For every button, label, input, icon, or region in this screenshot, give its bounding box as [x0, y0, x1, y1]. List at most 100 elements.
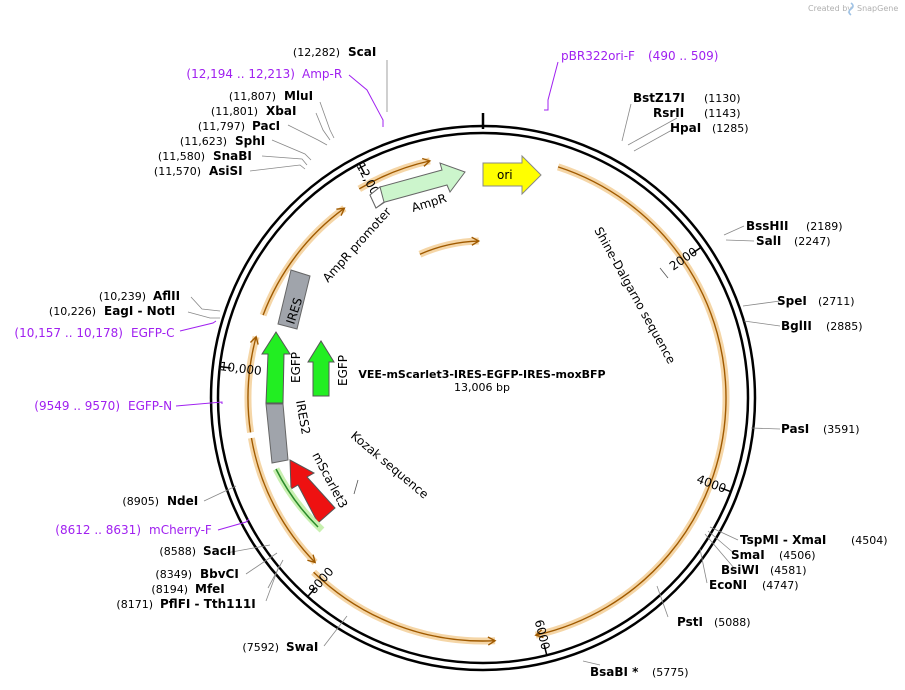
backbone-outer-ring	[209, 124, 757, 672]
site-sali[interactable]: SalI (2247)	[756, 234, 831, 248]
primer-amp-r[interactable]: (12,194 .. 12,213) Amp-R	[186, 67, 342, 81]
site-sali-pos: (2247)	[794, 235, 831, 248]
site-xbai[interactable]: (11,801) XbaI	[211, 104, 296, 118]
site-sacii[interactable]: (8588) SacII	[159, 544, 235, 558]
site-aflii-pos: (10,239)	[99, 290, 146, 303]
site-econi-name: EcoNI	[709, 578, 747, 592]
site-sphi-pos: (11,623)	[180, 135, 227, 148]
site-mfei[interactable]: (8194) MfeI	[151, 582, 224, 596]
tick-mark	[358, 162, 366, 174]
primer-egfp-c-name: EGFP-C	[131, 326, 174, 340]
site-hpai[interactable]: HpaI (1285)	[670, 121, 749, 135]
site-bglii[interactable]: BglII (2885)	[781, 319, 863, 333]
egfp-inner-label: EGFP	[336, 355, 350, 386]
site-psti-pos: (5088)	[714, 616, 751, 629]
site-xbai-name: XbaI	[266, 104, 296, 118]
site-psti-name: PstI	[677, 615, 703, 629]
site-bsshii-name: BssHII	[746, 219, 788, 233]
tick-mark	[720, 487, 733, 493]
site-rsrii[interactable]: RsrII (1143)	[653, 106, 741, 120]
primer-egfp-n-name: EGFP-N	[128, 399, 172, 413]
egfp-inner-feature[interactable]	[307, 340, 335, 397]
ori-feature[interactable]: ori	[482, 154, 542, 196]
site-econi-pos: (4747)	[762, 579, 799, 592]
site-bsshii-pos: (2189)	[806, 220, 843, 233]
site-swai[interactable]: (7592) SwaI	[242, 640, 318, 654]
site-smai[interactable]: SmaI (4506)	[731, 548, 816, 562]
primer-egfp-n[interactable]: (9549 .. 9570) EGFP-N	[34, 399, 172, 413]
primer-mcherry-f[interactable]: (8612 .. 8631) mCherry-F	[55, 523, 212, 537]
site-bbvci-pos: (8349)	[155, 568, 192, 581]
site-bsabi-name: BsaBI *	[590, 665, 639, 679]
site-ndei[interactable]: (8905) NdeI	[122, 494, 198, 508]
tick-label: 6000	[532, 618, 553, 651]
site-hpai-name: HpaI	[670, 121, 701, 135]
plasmid-size: 13,006 bp	[454, 381, 510, 394]
site-mfei-pos: (8194)	[151, 583, 188, 596]
site-xbai-pos: (11,801)	[211, 105, 258, 118]
ires2-feature[interactable]	[265, 403, 289, 464]
site-tspmi-xmai-name: TspMI - XmaI	[740, 533, 826, 547]
site-sacii-pos: (8588)	[159, 545, 196, 558]
site-pflfi-tth111i[interactable]: (8171) PflFI - Tth111I	[116, 597, 255, 611]
site-tspmi-xmai[interactable]: TspMI - XmaI (4504)	[740, 533, 888, 547]
primer-egfp-c[interactable]: (10,157 .. 10,178) EGFP-C	[14, 326, 174, 340]
orf-arrowhead	[307, 554, 317, 564]
site-asisi[interactable]: (11,570) AsiSI	[154, 164, 243, 178]
site-bsiwi-name: BsiWI	[721, 563, 759, 577]
site-snabi[interactable]: (11,580) SnaBI	[158, 149, 252, 163]
primer-pbr322ori-f[interactable]: pBR322ori-F (490 .. 509)	[561, 49, 718, 63]
site-bsabi-pos: (5775)	[652, 666, 689, 679]
site-aflii[interactable]: (10,239) AflII	[99, 289, 180, 303]
egfp-outer-feature[interactable]	[261, 331, 291, 404]
site-sacii-name: SacII	[203, 544, 236, 558]
site-scai[interactable]: (12,282) ScaI	[293, 45, 376, 59]
site-smai-pos: (4506)	[779, 549, 816, 562]
site-paci[interactable]: (11,797) PacI	[198, 119, 280, 133]
site-spei[interactable]: SpeI (2711)	[777, 294, 855, 308]
site-mlui-pos: (11,807)	[229, 90, 276, 103]
site-econi[interactable]: EcoNI (4747)	[709, 578, 799, 592]
site-bstz17i[interactable]: BstZ17I (1130)	[633, 91, 741, 105]
site-bstz17i-pos: (1130)	[704, 92, 741, 105]
shine-dalgarno-label: Shine-Dalgarno sequence	[591, 225, 678, 367]
site-scai-name: ScaI	[348, 45, 376, 59]
site-paci-name: PacI	[252, 119, 280, 133]
tick-mark	[306, 587, 316, 598]
site-sali-name: SalI	[756, 234, 781, 248]
site-bsiwi[interactable]: BsiWI (4581)	[721, 563, 807, 577]
mcherry-primer-arrow	[275, 468, 319, 528]
ires-top-feature[interactable]: IRES	[277, 269, 311, 330]
site-pasi[interactable]: PasI (3591)	[781, 422, 860, 436]
site-leader-lines	[187, 60, 781, 666]
site-tspmi-xmai-pos: (4504)	[851, 534, 888, 547]
orf-line	[535, 166, 727, 636]
orf-line	[262, 207, 345, 316]
mscarlet3-feature[interactable]	[289, 459, 336, 524]
site-snabi-pos: (11,580)	[158, 150, 205, 163]
site-sphi[interactable]: (11,623) SphI	[180, 134, 265, 148]
ires2-label: IRES2	[293, 399, 313, 436]
site-bglii-pos: (2885)	[826, 320, 863, 333]
site-spei-name: SpeI	[777, 294, 807, 308]
tick-label: 4000	[695, 472, 729, 496]
tick-mark	[218, 365, 231, 369]
site-mfei-name: MfeI	[195, 582, 225, 596]
tick-mark	[543, 644, 548, 657]
site-psti[interactable]: PstI (5088)	[677, 615, 751, 629]
site-rsrii-pos: (1143)	[704, 107, 741, 120]
site-bsshii[interactable]: BssHII (2189)	[746, 219, 843, 233]
primer-amp-r-name: Amp-R	[302, 67, 342, 81]
site-ndei-name: NdeI	[167, 494, 198, 508]
primer-egfp-n-range: (9549 .. 9570)	[34, 399, 120, 413]
site-spei-pos: (2711)	[818, 295, 855, 308]
site-eagi-noti[interactable]: (10,226) EagI - NotI	[49, 304, 175, 318]
site-bbvci[interactable]: (8349) BbvCI	[155, 567, 238, 581]
orf-arrowhead	[487, 636, 497, 646]
primer-mcherry-f-name: mCherry-F	[149, 523, 212, 537]
orf-line	[313, 571, 496, 642]
backbone-inner-ring	[216, 131, 750, 665]
site-mlui[interactable]: (11,807) MluI	[229, 89, 313, 103]
site-bsabi[interactable]: BsaBI * (5775)	[590, 665, 689, 679]
